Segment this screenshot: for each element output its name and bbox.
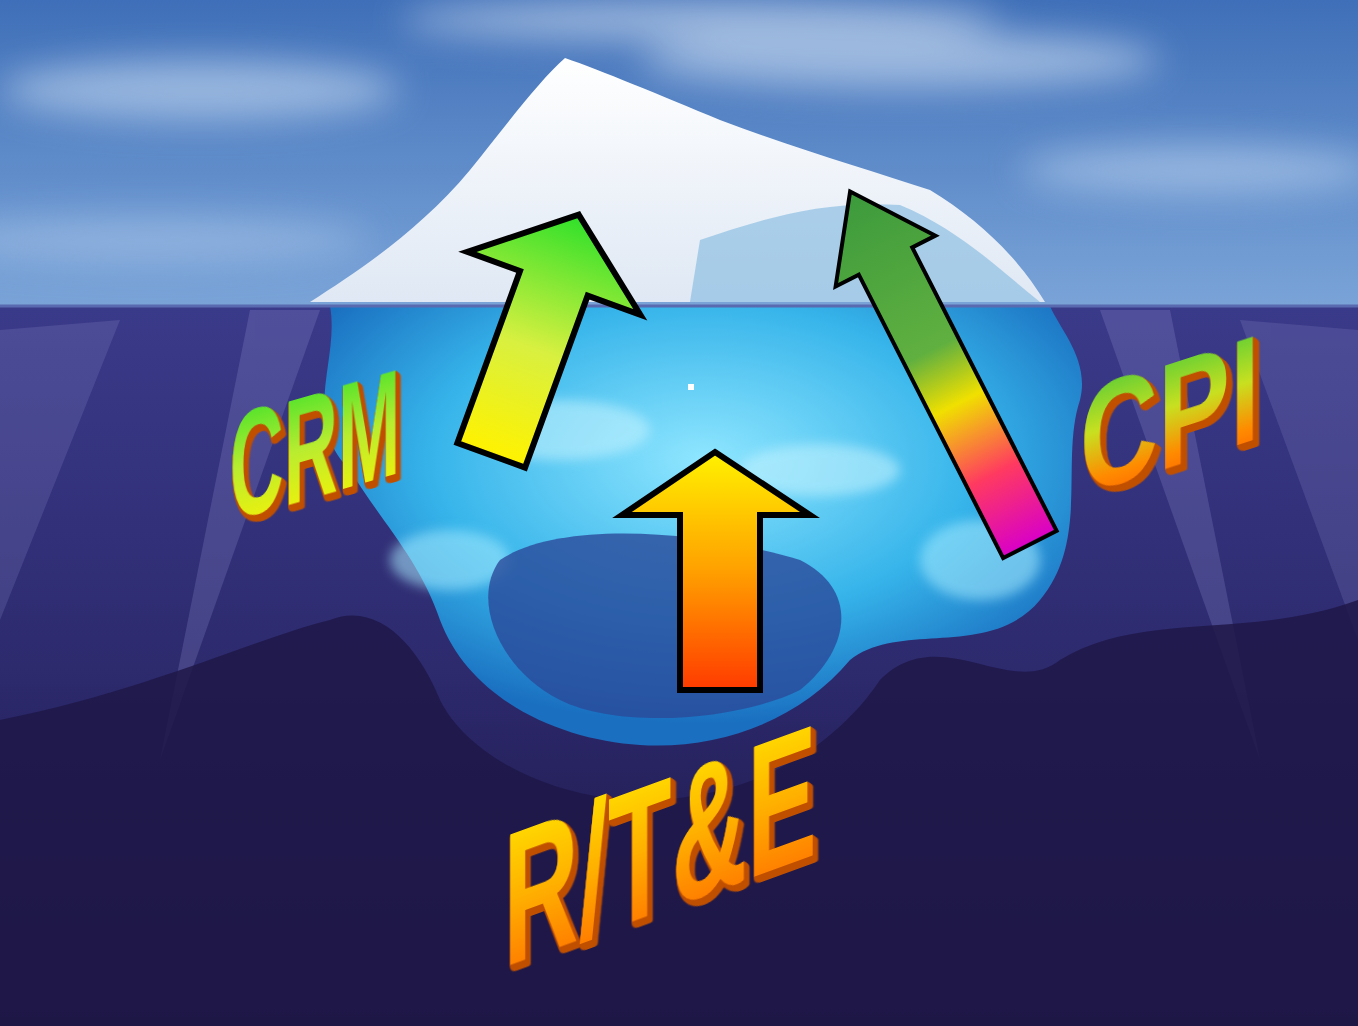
rte-arrow <box>622 452 810 690</box>
ice-shadow <box>488 534 841 718</box>
waterline <box>0 305 1358 308</box>
dot <box>688 384 694 390</box>
sea <box>0 306 1358 1026</box>
cpi-arrow <box>800 166 1080 570</box>
iceberg-tip <box>310 58 1045 302</box>
crm-arrow <box>405 183 665 486</box>
